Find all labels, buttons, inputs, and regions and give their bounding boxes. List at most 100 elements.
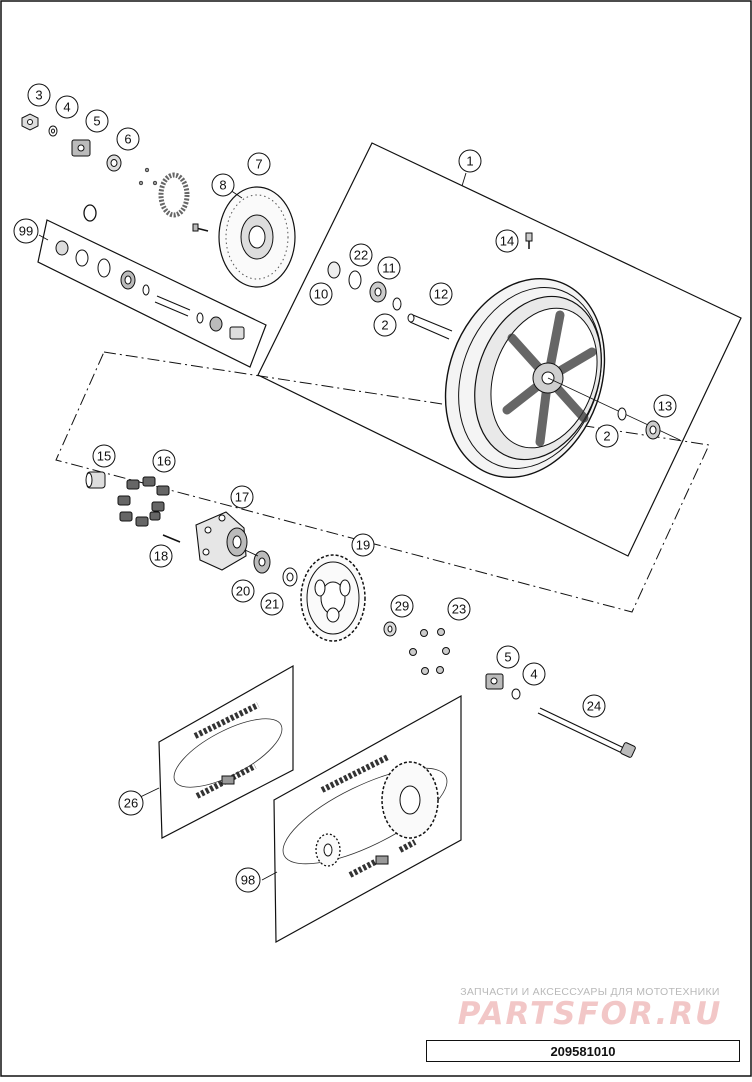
svg-text:4: 4 — [530, 667, 537, 682]
group-box-wheel — [257, 142, 742, 557]
callout-17: 17 — [230, 485, 254, 509]
callout-2-right: 2 — [595, 424, 619, 448]
svg-text:23: 23 — [452, 602, 466, 617]
svg-text:11: 11 — [382, 261, 396, 276]
callout-10: 10 — [309, 282, 333, 306]
svg-text:8: 8 — [219, 178, 226, 193]
carrier-spacer — [282, 567, 298, 587]
svg-text:13: 13 — [658, 399, 672, 414]
svg-text:5: 5 — [93, 114, 100, 129]
washer-bottom — [511, 688, 521, 700]
svg-text:20: 20 — [236, 584, 250, 599]
svg-text:29: 29 — [395, 599, 409, 614]
spacer-sleeve — [407, 313, 453, 340]
callout-23: 23 — [447, 597, 471, 621]
svg-text:10: 10 — [314, 287, 328, 302]
svg-text:22: 22 — [354, 248, 368, 263]
group-box-bearing-kit — [37, 219, 267, 368]
axle-nut — [21, 113, 39, 131]
rear-sprocket — [300, 554, 366, 642]
callout-19: 19 — [351, 533, 375, 557]
chain-kit-drawing — [282, 754, 448, 878]
svg-text:17: 17 — [235, 490, 249, 505]
leader-lines — [38, 172, 467, 881]
chain-adjuster-top — [71, 139, 91, 157]
callout-5-top: 5 — [85, 109, 109, 133]
svg-text:2: 2 — [381, 318, 388, 333]
valve-bolt — [525, 232, 533, 249]
small-screws — [138, 167, 158, 186]
watermark-logo: PARTSFOR.RU — [457, 996, 723, 1032]
chain-drawing — [173, 702, 283, 799]
svg-text:14: 14 — [500, 234, 514, 249]
group-box-hub-dashed — [55, 351, 710, 613]
watermark-tagline: ЗАПЧАСТИ И АКСЕССУАРЫ ДЛЯ МОТОТЕХНИКИ — [460, 986, 720, 998]
hub-pin — [162, 534, 181, 543]
svg-text:15: 15 — [97, 449, 111, 464]
svg-text:98: 98 — [241, 873, 255, 888]
wheel-bearing-stack-left — [327, 261, 402, 311]
svg-text:7: 7 — [255, 157, 262, 172]
callout-7: 7 — [247, 152, 271, 176]
disc-bolt — [192, 223, 209, 232]
rear-wheel-rim — [444, 277, 606, 479]
callout-18: 18 — [149, 544, 173, 568]
callout-24: 24 — [582, 694, 606, 718]
callout-16: 16 — [152, 449, 176, 473]
svg-text:6: 6 — [124, 132, 131, 147]
brake-disc — [218, 186, 296, 288]
sprocket-nuts — [409, 628, 450, 675]
drawing-number: 209581010 — [550, 1043, 616, 1059]
callout-13: 13 — [653, 394, 677, 418]
spacer-top — [106, 154, 122, 172]
svg-text:21: 21 — [265, 597, 279, 612]
svg-text:99: 99 — [19, 224, 33, 239]
carrier-bearing — [253, 550, 271, 574]
bearing-kit-parts — [55, 240, 245, 340]
callout-14: 14 — [495, 229, 519, 253]
rear-axle — [537, 707, 636, 758]
group-box-chain-kit — [273, 694, 462, 944]
callout-4-top: 4 — [55, 95, 79, 119]
hub-sleeve — [85, 471, 106, 489]
callout-11: 11 — [377, 256, 401, 280]
washer-top — [48, 125, 58, 137]
svg-text:2: 2 — [603, 429, 610, 444]
callout-3: 3 — [27, 83, 51, 107]
svg-text:3: 3 — [35, 88, 42, 103]
svg-text:4: 4 — [63, 100, 70, 115]
callout-4-bottom: 4 — [522, 662, 546, 686]
callout-group: 1 3 4 5 6 7 8 99 22 11 10 2 12 14 13 2 1… — [13, 83, 677, 893]
callout-22: 22 — [349, 243, 373, 267]
svg-text:19: 19 — [356, 538, 370, 553]
callout-98: 98 — [235, 867, 261, 893]
wheel-bearing-stack-right — [617, 407, 661, 440]
callout-8: 8 — [211, 173, 235, 197]
svg-text:12: 12 — [434, 287, 448, 302]
svg-text:1: 1 — [466, 154, 473, 169]
callout-1: 1 — [458, 149, 482, 173]
svg-text:24: 24 — [587, 699, 601, 714]
abs-sensor-ring — [158, 172, 190, 218]
callout-15: 15 — [92, 444, 116, 468]
cush-drive-rubbers — [117, 476, 170, 527]
callout-5-bottom: 5 — [496, 645, 520, 669]
callout-6: 6 — [116, 127, 140, 151]
callout-21: 21 — [260, 592, 284, 616]
callout-12: 12 — [429, 282, 453, 306]
callout-2-left: 2 — [373, 313, 397, 337]
callout-99: 99 — [13, 218, 39, 244]
svg-text:18: 18 — [154, 549, 168, 564]
svg-text:16: 16 — [157, 454, 171, 469]
callout-26: 26 — [118, 790, 144, 816]
chain-adjuster-bottom — [485, 673, 504, 690]
callout-20: 20 — [231, 579, 255, 603]
group-box-chain — [158, 664, 294, 839]
circlip — [83, 204, 97, 222]
svg-text:5: 5 — [504, 650, 511, 665]
callout-29: 29 — [390, 594, 414, 618]
sprocket-carrier — [195, 511, 248, 571]
